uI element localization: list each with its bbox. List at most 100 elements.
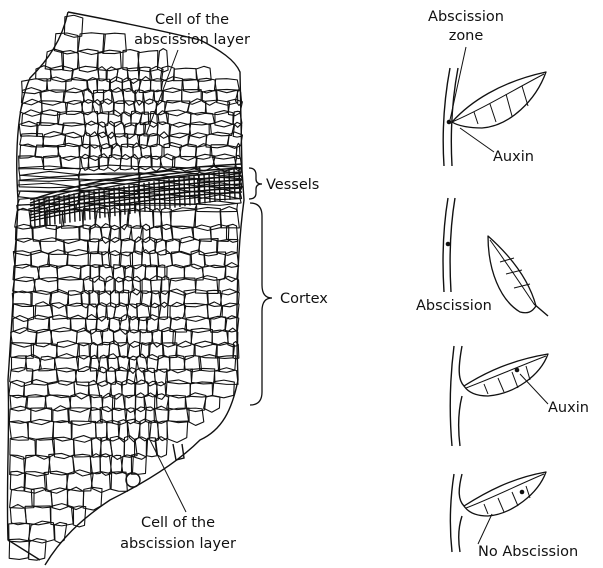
vessel-hatch xyxy=(99,190,100,219)
vessel-hatch xyxy=(214,172,215,202)
vessel-hatch xyxy=(34,199,35,227)
label-cortex: Cortex xyxy=(280,291,328,307)
vessel-hatch xyxy=(109,188,110,217)
tissue-section xyxy=(7,12,244,565)
cell xyxy=(168,408,189,422)
vessels-brace xyxy=(249,168,262,199)
protruding-cell xyxy=(126,473,140,487)
vessel-hatch xyxy=(44,198,45,226)
vessel-hatch xyxy=(164,180,165,209)
vessel-hatch xyxy=(59,196,60,224)
cell xyxy=(167,421,188,443)
panel-no-abscission: No Abscission xyxy=(450,472,578,560)
auxin-dot-4 xyxy=(520,490,525,495)
cell xyxy=(10,504,26,524)
vessel-hatch xyxy=(209,173,210,203)
vessel-hatch xyxy=(184,177,185,206)
cell xyxy=(120,154,131,169)
leader-no-abscission xyxy=(478,514,492,544)
vessel-hatch xyxy=(154,181,155,210)
label-abscission-cell-bottom-line2: abscission layer xyxy=(120,536,236,552)
vessel-hatch xyxy=(39,199,40,227)
vessel-hatch xyxy=(54,196,55,224)
label-auxin-1: Auxin xyxy=(493,149,534,165)
cell xyxy=(70,393,91,412)
cell xyxy=(110,436,124,459)
label-vessels: Vessels xyxy=(266,177,319,193)
stem-3 xyxy=(450,346,464,446)
leader-abscission-cell-bottom xyxy=(150,440,186,512)
cell xyxy=(13,277,36,293)
vessel-hatch xyxy=(204,174,205,204)
vessel-hatch xyxy=(119,187,120,216)
cell xyxy=(170,122,191,137)
vessel-hatch xyxy=(219,171,220,201)
vessel-hatch xyxy=(149,182,150,211)
label-abscission: Abscission xyxy=(416,298,492,314)
cell xyxy=(214,79,239,93)
cell xyxy=(99,154,108,170)
vessel-hatch xyxy=(134,184,135,213)
cell xyxy=(78,49,98,72)
vessel-hatch xyxy=(179,178,180,207)
vessel-hatch xyxy=(124,186,125,215)
label-abscission-cell-bottom-line1: Cell of the xyxy=(141,515,215,531)
panel-abscission-zone: Abscission zone Auxin xyxy=(428,9,546,166)
cell xyxy=(149,343,164,360)
cell xyxy=(75,367,96,386)
vessel-hatch xyxy=(234,169,235,199)
label-abscission-cell-top-line1: Cell of the xyxy=(155,12,229,28)
cell xyxy=(22,110,42,127)
cell xyxy=(216,89,238,105)
scar-dot-2 xyxy=(446,242,451,247)
vessel-hatch xyxy=(104,189,105,218)
label-no-abscission: No Abscission xyxy=(478,544,578,560)
auxin-dot-3 xyxy=(515,368,520,373)
vessel-hatch xyxy=(89,191,90,220)
vessel-hatch xyxy=(144,183,145,212)
vessel-hatch xyxy=(139,184,140,213)
leader-auxin-1 xyxy=(460,128,494,152)
vessel-hatch xyxy=(174,178,175,207)
cell xyxy=(42,101,68,116)
vessel-hatch xyxy=(229,170,230,200)
cell xyxy=(204,395,220,412)
vessel-hatch xyxy=(84,192,85,221)
vessels-callout: Vessels xyxy=(249,168,319,199)
vessel-hatch xyxy=(129,185,130,214)
petiole-2 xyxy=(534,304,548,316)
panel-auxin-leaf: Auxin xyxy=(450,346,589,446)
label-abscission-cell-bottom: Cell of the abscission layer xyxy=(120,440,236,552)
panel-abscission: Abscission xyxy=(416,198,548,316)
label-abscission-zone-line2: zone xyxy=(449,28,484,44)
cortex-brace xyxy=(250,203,272,405)
cortex-callout: Cortex xyxy=(250,203,328,405)
label-abscission-cell-top-line2: abscission layer xyxy=(134,32,250,48)
vessel-hatch xyxy=(159,181,160,210)
leader-auxin-3 xyxy=(520,374,548,404)
cell xyxy=(191,250,205,269)
cell xyxy=(157,49,168,72)
label-abscission-zone-line1: Abscission xyxy=(428,9,504,25)
cell xyxy=(60,156,80,168)
vessel-hatch xyxy=(49,197,50,225)
cell xyxy=(51,488,68,510)
vessel-hatch xyxy=(114,187,115,216)
vessel-hatch xyxy=(199,174,200,204)
vessel-hatch xyxy=(224,171,225,201)
cell xyxy=(113,329,127,346)
cell xyxy=(53,406,70,423)
auxin-dot-1 xyxy=(447,120,452,125)
vessel-hatch xyxy=(94,190,95,219)
vessel-hatch xyxy=(189,176,190,206)
stem-4 xyxy=(450,474,464,552)
vessel-hatch xyxy=(194,175,195,205)
cell xyxy=(167,369,192,384)
protruding-cell-2 xyxy=(173,444,184,460)
cell xyxy=(158,250,173,268)
vessel-hatch xyxy=(239,168,240,198)
label-auxin-3: Auxin xyxy=(548,400,589,416)
cell xyxy=(131,154,138,169)
vessel-hatch xyxy=(79,193,80,221)
